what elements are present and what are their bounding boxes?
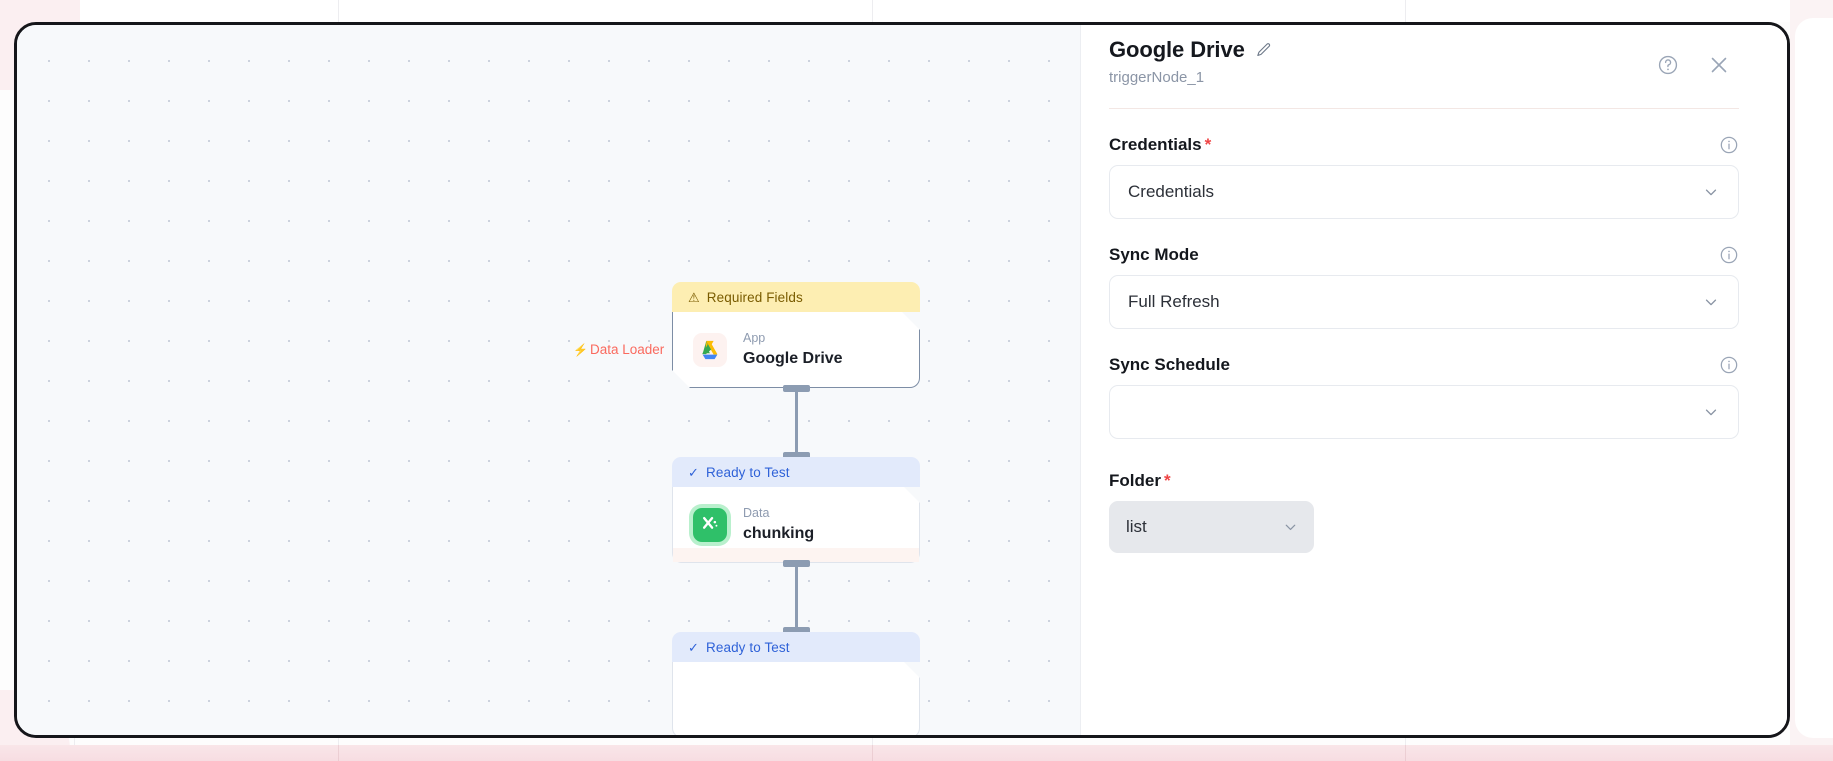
credentials-select[interactable]: Credentials: [1109, 165, 1739, 219]
node-status-banner-ready-to-test: ✓ Ready to Test: [672, 457, 920, 487]
background-topbar: [0, 0, 1833, 22]
chevron-down-icon: [1282, 519, 1299, 536]
panel-title-row: Google Drive: [1081, 37, 1767, 63]
data-loader-label: ⚡ Data Loader: [573, 342, 665, 357]
panel-divider: [1109, 108, 1739, 109]
node-status-banner-ready-to-test: ✓ Ready to Test: [672, 632, 920, 662]
help-circle-icon[interactable]: [1657, 54, 1679, 76]
node-google-drive[interactable]: ⚠ Required Fields: [672, 282, 920, 388]
node-card[interactable]: App Google Drive: [672, 312, 920, 388]
sync-mode-select[interactable]: Full Refresh: [1109, 275, 1739, 329]
field-folder: Folder* list: [1109, 471, 1739, 553]
info-circle-icon[interactable]: [1719, 245, 1739, 265]
bolt-icon: ⚡: [573, 342, 588, 357]
page-title: Google Drive: [1109, 37, 1245, 62]
warning-triangle-icon: ⚠: [688, 289, 700, 305]
google-drive-icon: [693, 333, 727, 367]
node-card[interactable]: Data chunking: [672, 487, 920, 563]
node-connector: [783, 560, 810, 634]
field-label: Folder*: [1109, 471, 1171, 490]
info-circle-icon[interactable]: [1719, 135, 1739, 155]
node-connector: [783, 385, 810, 459]
field-label: Sync Schedule: [1109, 355, 1230, 374]
close-icon[interactable]: [1707, 53, 1731, 77]
field-label: Credentials*: [1109, 135, 1212, 154]
node-config-panel: Google Drive triggerNode_1: [1080, 25, 1787, 735]
chunking-green-icon: [693, 508, 727, 542]
folder-select[interactable]: list: [1109, 501, 1314, 553]
chevron-down-icon: [1702, 183, 1720, 201]
field-sync-mode: Sync Mode Full Refresh: [1109, 245, 1739, 329]
node-status-banner-required-fields: ⚠ Required Fields: [672, 282, 920, 312]
chevron-down-icon: [1702, 403, 1720, 421]
panel-subtitle: triggerNode_1: [1109, 69, 1205, 86]
node-card[interactable]: [672, 662, 920, 738]
node-chunking[interactable]: ✓ Ready to Test Data chunking: [672, 457, 920, 563]
node-text: Data chunking: [743, 505, 815, 542]
field-label: Sync Mode: [1109, 245, 1199, 264]
panel-actions: [1657, 53, 1731, 77]
panel-header: Google Drive triggerNode_1: [1081, 25, 1767, 109]
node-third[interactable]: ✓ Ready to Test: [672, 632, 920, 738]
pencil-icon[interactable]: [1255, 42, 1272, 59]
highlight-frame: ⚡ Data Loader ⚠ Required Fields: [14, 22, 1790, 738]
check-icon: ✓: [688, 639, 699, 655]
background-right-sheet: [1795, 18, 1833, 738]
required-asterisk: *: [1163, 471, 1171, 490]
node-text: App Google Drive: [743, 330, 843, 367]
field-credentials: Credentials* Credentials: [1109, 135, 1739, 219]
check-icon: ✓: [688, 464, 699, 480]
chevron-down-icon: [1702, 293, 1720, 311]
background-accent-bottom: [0, 745, 1833, 761]
info-circle-icon[interactable]: [1719, 355, 1739, 375]
required-asterisk: *: [1204, 135, 1212, 154]
panel-fields: Credentials* Credentials: [1081, 109, 1767, 553]
field-sync-schedule: Sync Schedule: [1109, 355, 1739, 439]
sync-schedule-select[interactable]: [1109, 385, 1739, 439]
node-config-panel-content: Google Drive triggerNode_1: [1081, 25, 1767, 735]
